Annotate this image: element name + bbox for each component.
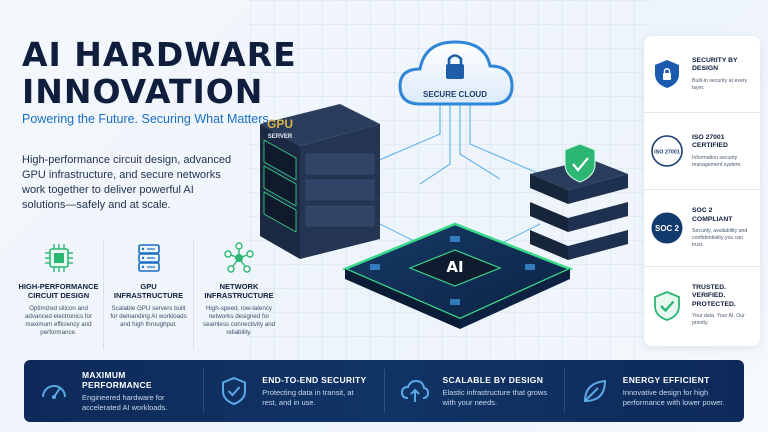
benefit-description: Protecting data in transit, at rest, and… [262,388,354,407]
panel-item-security-by-design: Security By Design Built-in security at … [644,36,760,113]
benefit-description: Innovative design for high performance w… [622,388,725,407]
lock-icon [446,54,464,79]
panel-item-title: Trusted. Verified. Protected. [692,283,736,308]
feature-network-infrastructure: Network Infrastructure High-speed, low-l… [194,240,284,350]
panel-item-description: Security, availability and confidentiali… [692,228,748,248]
feature-description: High-speed, low-latency networks designe… [202,305,276,336]
leaf-icon [583,379,606,403]
benefit-description: Elastic infrastructure that grows with y… [442,388,548,407]
panel-item-description: Built-in security at every layer. [692,77,748,91]
benefit-title: Energy Efficient [622,375,710,385]
feature-list: High-Performance Circuit Design Optimize… [14,240,284,350]
secure-cloud: SECURE CLOUD [398,40,514,106]
connection-lines [369,104,541,245]
server-label-line1: GPU [267,117,293,131]
soc2-badge-text: SOC 2 [655,224,680,233]
benefit-maximum-performance: Maximum Performance Engineered hardware … [24,369,205,413]
iso-badge-icon: ISO 27001 [651,135,683,167]
page-title: AI HARDWARE INNOVATION [22,36,297,110]
shield-check-icon [654,290,680,321]
feature-circuit-design: High-Performance Circuit Design Optimize… [14,240,104,350]
benefits-bar: Maximum Performance Engineered hardware … [24,360,744,422]
server-label-line2: SERVER [268,134,293,140]
gpu-server: GPU SERVER [260,104,380,259]
chip-label: AI [446,258,463,276]
tagline: Powering the Future. Securing What Matte… [22,112,273,126]
network-icon [224,242,254,273]
iso-badge-text: ISO 27001 [654,150,680,156]
title-line-1: AI HARDWARE [22,35,297,74]
security-panel: Security By Design Built-in security at … [644,36,760,346]
intro-description: High-performance circuit design, advance… [22,154,232,211]
feature-description: Scalable GPU servers built for demanding… [110,305,187,328]
server-rack-icon [137,244,160,272]
panel-item-soc2: SOC 2 SOC 2 Compliant Security, availabi… [644,190,760,267]
benefit-end-to-end-security: End-to-End Security Protecting data in t… [204,369,385,413]
benefit-title: Scalable By Design [442,375,544,385]
panel-item-description: Your data. Your AI. Our priority. [692,313,745,327]
network-switch-stack [530,143,628,260]
feature-title: High-Performance Circuit Design [18,282,99,300]
panel-item-description: Information security management system. [692,154,742,168]
panel-item-trusted: Trusted. Verified. Protected. Your data.… [644,267,760,344]
chip-icon [44,244,73,272]
hardware-scene: SECURE CLOUD GPU SERVER [260,40,628,329]
panel-item-iso-27001: ISO 27001 ISO 27001 Certified Informatio… [644,113,760,190]
benefit-title: Maximum Performance [82,370,152,390]
title-line-2: INNOVATION [22,72,264,111]
feature-title: Network Infrastructure [204,282,274,300]
gauge-icon [42,385,66,399]
panel-item-title: Security By Design [692,56,738,73]
shield-check-icon [222,376,247,406]
feature-title: GPU Infrastructure [113,282,184,300]
benefit-energy-efficient: Energy Efficient Innovative design for h… [565,369,744,413]
feature-description: Optimized silicon and advanced electroni… [24,305,93,336]
ai-chip-board: AI [341,222,574,329]
feature-gpu-infrastructure: GPU Infrastructure Scalable GPU servers … [104,240,194,350]
cloud-label: SECURE CLOUD [423,90,487,99]
panel-item-title: SOC 2 Compliant [692,207,733,223]
benefit-description: Engineered hardware for accelerated AI w… [82,393,168,412]
panel-item-title: ISO 27001 Certified [692,133,728,150]
benefit-title: End-to-End Security [262,375,367,385]
shield-check-icon [564,143,596,183]
shield-lock-icon [655,60,679,88]
soc2-badge-icon: SOC 2 [651,212,683,244]
benefit-scalable-by-design: Scalable By Design Elastic infrastructur… [385,369,565,413]
cloud-upload-icon [400,379,429,402]
